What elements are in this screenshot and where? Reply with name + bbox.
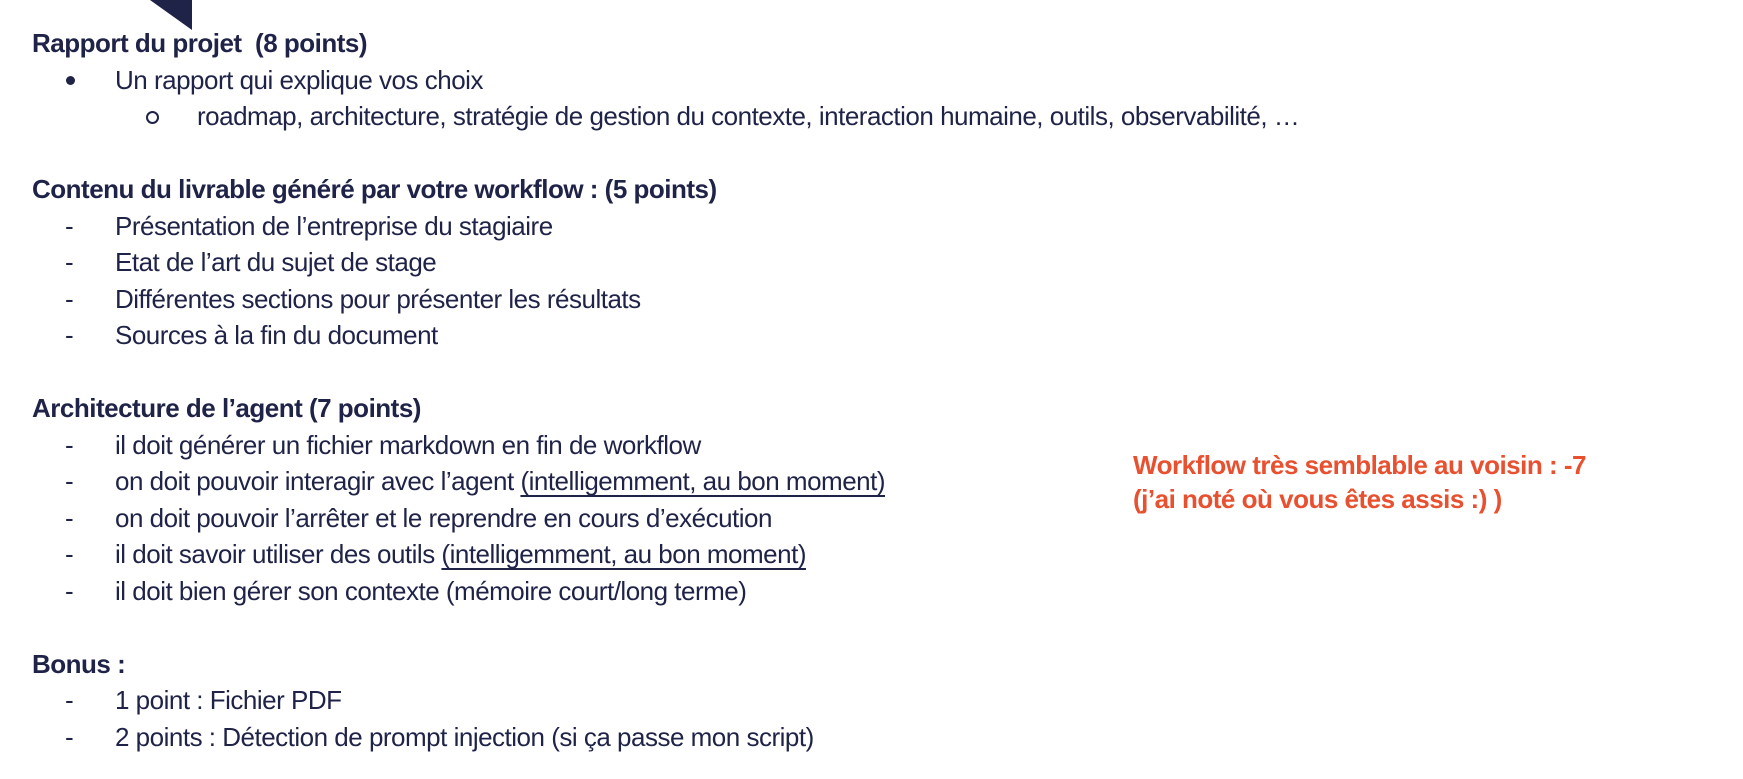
dash-marker-icon	[62, 536, 115, 573]
dash-marker-icon	[62, 719, 115, 756]
list-item-text: Différentes sections pour présenter les …	[115, 281, 641, 318]
list-item-text: il doit générer un fichier markdown en f…	[115, 427, 701, 464]
list-item-text: Un rapport qui explique vos choix	[115, 62, 483, 99]
text-run: Un rapport qui explique vos choix	[115, 64, 483, 95]
text-run: 2 points : Détection de prompt injection…	[115, 721, 814, 752]
section-heading: Architecture de l’agent (7 points)	[32, 393, 421, 423]
dash-marker-icon	[62, 573, 115, 610]
text-run: 1 point : Fichier PDF	[115, 685, 342, 715]
text-run: Différentes sections pour présenter les …	[115, 283, 641, 314]
list-item: on doit pouvoir interagir avec l’agent (…	[32, 463, 1452, 500]
text-run: Présentation de l’entreprise du stagiair…	[115, 210, 553, 241]
list-item: Sources à la fin du document	[32, 317, 1452, 354]
list-item: il doit générer un fichier markdown en f…	[32, 427, 1452, 464]
list-item: roadmap, architecture, stratégie de gest…	[32, 98, 1452, 135]
triangle-shape	[150, 0, 192, 30]
list-item-text: 1 point : Fichier PDF	[115, 682, 342, 719]
list-item: 2 points : Détection de prompt injection…	[32, 719, 1452, 756]
list-item: Présentation de l’entreprise du stagiair…	[32, 208, 1452, 245]
list-item-text: Etat de l’art du sujet de stage	[115, 244, 437, 281]
list-item: Différentes sections pour présenter les …	[32, 281, 1452, 318]
list-item-text: il doit savoir utiliser des outils (inte…	[115, 536, 806, 573]
text-run: il doit savoir utiliser des outils	[115, 539, 442, 569]
list-item-text: roadmap, architecture, stratégie de gest…	[197, 98, 1300, 135]
text-run: on doit pouvoir l’arrêter et le reprendr…	[115, 502, 772, 533]
section: Architecture de l’agent (7 points) il doi…	[32, 390, 1452, 609]
section: Contenu du livrable généré par votre wor…	[32, 171, 1452, 354]
list-item-text: Présentation de l’entreprise du stagiair…	[115, 208, 553, 245]
dash-marker-icon	[62, 682, 115, 719]
text-run: il doit générer un fichier markdown en f…	[115, 429, 701, 460]
text-run: il doit bien gérer son contexte (mémoire…	[115, 575, 747, 606]
dash-marker-icon	[62, 500, 115, 537]
list-item-text: Sources à la fin du document	[115, 317, 438, 354]
grader-comment-line1: Workflow très semblable au voisin : -7	[1133, 450, 1586, 480]
list-item: 1 point : Fichier PDF	[32, 682, 1452, 719]
circle-marker-icon	[142, 98, 197, 135]
section-heading: Rapport du projet (8 points)	[32, 28, 368, 58]
text-run: on doit pouvoir interagir avec l’agent	[115, 466, 521, 496]
list-item: on doit pouvoir l’arrêter et le reprendr…	[32, 500, 1452, 537]
bullet-marker-icon	[62, 62, 115, 99]
list-item-text: on doit pouvoir l’arrêter et le reprendr…	[115, 500, 772, 537]
dash-marker-icon	[62, 208, 115, 245]
dash-marker-icon	[62, 317, 115, 354]
list-item-text: il doit bien gérer son contexte (mémoire…	[115, 573, 747, 610]
list-item: il doit bien gérer son contexte (mémoire…	[32, 573, 1452, 610]
text-run: Etat de l’art du sujet de stage	[115, 247, 437, 277]
list-item-text: on doit pouvoir interagir avec l’agent (…	[115, 463, 885, 500]
section-heading: Contenu du livrable généré par votre wor…	[32, 174, 717, 204]
underlined-text-run: (intelligemment, au bon moment)	[441, 539, 806, 569]
document-content: Rapport du projet (8 points) Un rapport q…	[32, 25, 1452, 755]
section: Rapport du projet (8 points) Un rapport q…	[32, 25, 1452, 135]
list-item: il doit savoir utiliser des outils (inte…	[32, 536, 1452, 573]
text-run: Sources à la fin du document	[115, 320, 438, 350]
dash-marker-icon	[62, 463, 115, 500]
list-item-text: 2 points : Détection de prompt injection…	[115, 719, 814, 756]
dash-marker-icon	[62, 244, 115, 281]
section-heading: Bonus :	[32, 648, 126, 679]
section: Bonus : 1 point : Fichier PDF 2 points : D…	[32, 646, 1452, 756]
grader-comment-line2: (j’ai noté où vous êtes assis :) )	[1133, 484, 1502, 514]
list-item: Un rapport qui explique vos choix	[32, 62, 1452, 99]
list-item: Etat de l’art du sujet de stage	[32, 244, 1452, 281]
dash-marker-icon	[62, 427, 115, 464]
dash-marker-icon	[62, 281, 115, 318]
underlined-text-run: (intelligemment, au bon moment)	[520, 466, 885, 496]
grader-comment: Workflow très semblable au voisin : -7 (…	[1133, 448, 1586, 516]
text-run: roadmap, architecture, stratégie de gest…	[197, 101, 1300, 131]
